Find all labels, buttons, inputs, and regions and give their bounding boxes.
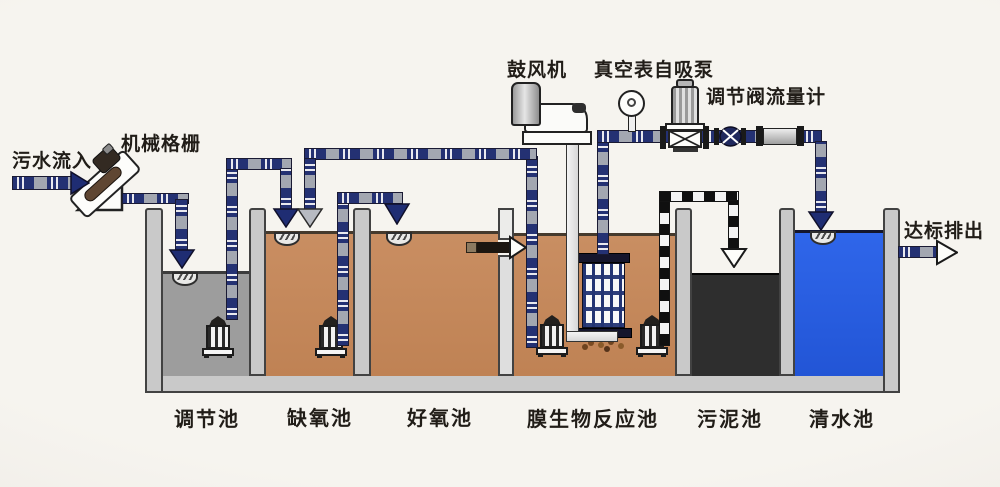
float-skimmer-icon bbox=[274, 232, 300, 246]
aerobic-tank-label: 好氧池 bbox=[407, 408, 473, 430]
sludge-tank-label: 污泥池 bbox=[697, 409, 763, 431]
clean-water-tank-label: 清水池 bbox=[809, 409, 875, 431]
anoxic-pump-riser bbox=[337, 196, 349, 346]
valve-flange-left bbox=[714, 128, 719, 145]
pump-feet bbox=[673, 148, 698, 152]
self-priming-pump-cap bbox=[676, 79, 694, 88]
flowmeter-body bbox=[763, 128, 797, 145]
valve-flowmeter-label: 调节阀流量计 bbox=[706, 87, 827, 108]
clean-water-tank-water bbox=[795, 230, 883, 376]
regulating-transfer-pipe-h bbox=[226, 158, 292, 170]
discharge-pipe bbox=[898, 246, 938, 258]
outer-wall-left bbox=[145, 208, 163, 393]
pipe-to-clean-water-tank bbox=[815, 141, 827, 213]
sludge-tank-content bbox=[692, 273, 779, 376]
influent-pipe bbox=[12, 176, 72, 190]
influent-label: 污水流入 bbox=[12, 151, 93, 172]
recycle-riser-from-mbr-pump bbox=[526, 156, 538, 348]
recycle-pipe-down bbox=[304, 158, 316, 210]
membrane-module-icon bbox=[582, 263, 625, 328]
anoxic-tank-label: 缺氧池 bbox=[287, 408, 353, 430]
basin-floor bbox=[145, 374, 900, 393]
anoxic-transfer-pipe-h bbox=[337, 192, 403, 204]
sludge-tank-inlet-arrow bbox=[720, 248, 748, 268]
blower-label: 鼓风机 bbox=[507, 60, 568, 81]
discharge-label: 达标排出 bbox=[904, 221, 985, 242]
recycle-outlet-arrow bbox=[296, 208, 324, 228]
sludge-pipe-h bbox=[659, 191, 739, 202]
screen-outlet-pipe-h bbox=[122, 193, 189, 204]
regulating-tank-label: 调节池 bbox=[174, 409, 240, 431]
wall-sludge-clean bbox=[779, 208, 795, 376]
vacuum-gauge-dial bbox=[627, 98, 636, 107]
float-skimmer-icon bbox=[172, 272, 198, 286]
screen-outlet-pipe-v bbox=[175, 199, 188, 251]
aerobic-inlet-arrow bbox=[383, 203, 411, 225]
valve-flange-right bbox=[741, 128, 746, 145]
blower-air-pipe-under-membrane bbox=[566, 331, 618, 342]
clean-water-inlet-arrow bbox=[807, 211, 835, 231]
baffle-aerobic-mbr-bottom bbox=[498, 255, 514, 376]
mechanical-screen-label: 机械格栅 bbox=[121, 134, 202, 155]
diffuser-bubbles-icon bbox=[588, 340, 594, 346]
recycle-pipe-h bbox=[304, 148, 537, 160]
blower-air-pipe-down bbox=[566, 144, 579, 340]
self-priming-pump-body bbox=[668, 130, 702, 148]
sludge-pump-riser bbox=[659, 196, 670, 346]
aerobic-to-mbr-arrow bbox=[509, 235, 527, 260]
flowmeter-flange-right bbox=[797, 126, 804, 146]
regulating-tank-inlet-arrow bbox=[168, 249, 196, 269]
wall-regulating-anoxic bbox=[249, 208, 266, 376]
regulating-pump-riser bbox=[226, 162, 238, 320]
regulating-tank-pump-icon bbox=[202, 316, 234, 358]
blower-motor bbox=[511, 82, 541, 126]
sludge-pipe-down bbox=[728, 200, 739, 250]
membrane-suction-riser bbox=[597, 133, 609, 255]
aerobic-to-mbr-pipe bbox=[477, 242, 510, 253]
blower-knob bbox=[572, 103, 586, 113]
pump-flange-right bbox=[703, 126, 709, 149]
float-skimmer-icon bbox=[386, 232, 412, 246]
regulating-valve-icon bbox=[719, 126, 742, 147]
flowmeter-flange-left bbox=[756, 126, 763, 146]
discharge-arrow bbox=[936, 239, 958, 266]
vacuum-gauge-pump-label: 真空表自吸泵 bbox=[594, 60, 715, 81]
pump-flange-left bbox=[660, 126, 666, 149]
influent-arrow bbox=[70, 170, 90, 196]
outer-wall-right bbox=[883, 208, 900, 393]
anoxic-tank-pump-icon bbox=[315, 316, 347, 358]
baffle-aerobic-mbr-top bbox=[498, 208, 514, 240]
regulating-transfer-pipe-down bbox=[280, 168, 292, 210]
wall-mbr-sludge bbox=[675, 208, 692, 376]
aerobic-tank-water bbox=[371, 231, 498, 376]
wall-anoxic-aerobic bbox=[353, 208, 371, 376]
mbr-recycle-pump-icon bbox=[536, 315, 568, 357]
anoxic-inlet-arrow bbox=[272, 208, 300, 228]
mbr-tank-label: 膜生物反应池 bbox=[527, 409, 659, 431]
self-priming-pump-motor bbox=[671, 86, 699, 126]
float-skimmer-icon bbox=[810, 231, 836, 245]
aerobic-to-mbr-pipe-tail bbox=[466, 242, 477, 253]
blower-platform bbox=[522, 131, 592, 145]
